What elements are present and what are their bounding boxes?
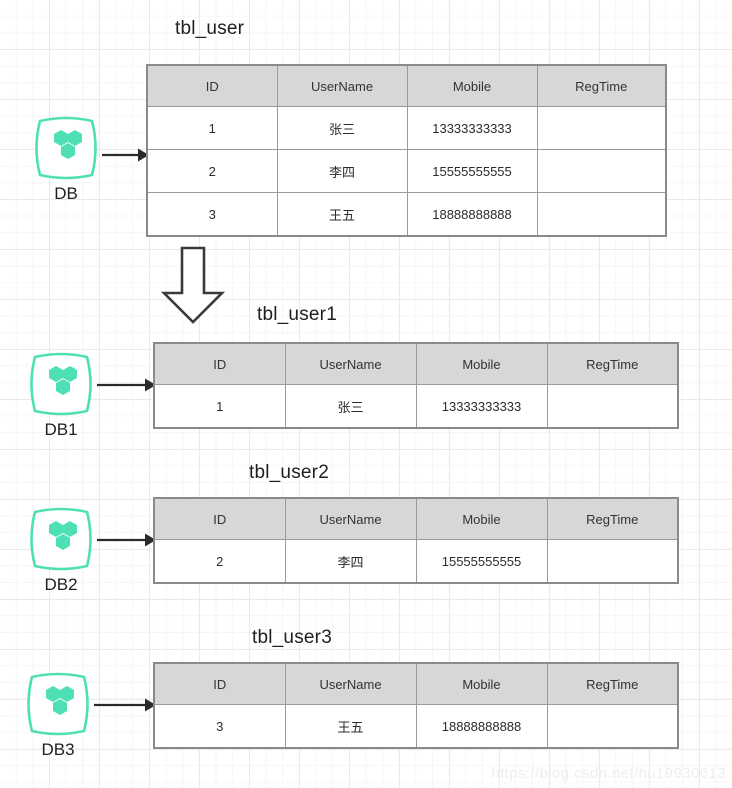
table-row: 2 李四 15555555555 — [146, 149, 667, 193]
block-arrow-down-icon — [160, 245, 226, 330]
cell-regtime — [536, 149, 667, 193]
cell-mobile: 13333333333 — [415, 384, 548, 429]
table-header-row: ID UserName Mobile RegTime — [146, 64, 667, 107]
table-title-tbl-user1: tbl_user1 — [257, 304, 337, 325]
db-node-label: DB3 — [41, 740, 75, 759]
db-node-source[interactable]: DB — [30, 114, 102, 204]
cell-mobile: 13333333333 — [406, 106, 538, 150]
db-node-label: DB — [54, 184, 78, 203]
cell-id: 2 — [146, 149, 278, 193]
column-header-id: ID — [153, 342, 286, 385]
cell-username: 李四 — [284, 539, 417, 584]
db-node-label: DB1 — [44, 420, 78, 439]
column-header-mobile: Mobile — [415, 662, 548, 705]
cell-mobile: 15555555555 — [415, 539, 548, 584]
cell-id: 3 — [153, 704, 286, 749]
column-header-username: UserName — [284, 662, 417, 705]
column-header-regtime: RegTime — [546, 342, 679, 385]
database-hexagons-icon — [22, 670, 94, 738]
column-header-regtime: RegTime — [536, 64, 667, 107]
cell-regtime — [546, 704, 679, 749]
database-hexagons-icon — [25, 350, 97, 418]
db-node-label: DB2 — [44, 575, 78, 594]
column-header-id: ID — [146, 64, 278, 107]
table-row: 3 王五 18888888888 — [153, 704, 679, 749]
cell-id: 1 — [146, 106, 278, 150]
cell-regtime — [536, 192, 667, 237]
cell-username: 李四 — [276, 149, 408, 193]
table-tbl-user3: ID UserName Mobile RegTime 3 王五 18888888… — [153, 662, 679, 749]
table-header-row: ID UserName Mobile RegTime — [153, 497, 679, 540]
connector-db3-to-tbl-user3 — [94, 695, 157, 715]
table-row: 1 张三 13333333333 — [146, 106, 667, 150]
db-node-shard-3[interactable]: DB3 — [22, 670, 94, 760]
cell-username: 王五 — [276, 192, 408, 237]
table-row: 3 王五 18888888888 — [146, 192, 667, 237]
database-hexagons-icon — [30, 114, 102, 182]
cell-mobile: 18888888888 — [415, 704, 548, 749]
column-header-username: UserName — [284, 497, 417, 540]
table-tbl-user2: ID UserName Mobile RegTime 2 李四 15555555… — [153, 497, 679, 584]
watermark-text: https://blog.csdn.net/hu19930613 — [491, 765, 726, 782]
cell-username: 张三 — [276, 106, 408, 150]
cell-regtime — [546, 539, 679, 584]
cell-username: 王五 — [284, 704, 417, 749]
cell-id: 1 — [153, 384, 286, 429]
column-header-mobile: Mobile — [415, 497, 548, 540]
table-tbl-user: ID UserName Mobile RegTime 1 张三 13333333… — [146, 64, 667, 237]
connector-db1-to-tbl-user1 — [97, 375, 157, 395]
column-header-username: UserName — [284, 342, 417, 385]
column-header-regtime: RegTime — [546, 662, 679, 705]
cell-regtime — [546, 384, 679, 429]
column-header-username: UserName — [276, 64, 408, 107]
cell-mobile: 15555555555 — [406, 149, 538, 193]
column-header-mobile: Mobile — [406, 64, 538, 107]
table-row: 2 李四 15555555555 — [153, 539, 679, 584]
table-title-tbl-user3: tbl_user3 — [252, 627, 332, 648]
table-title-tbl-user2: tbl_user2 — [249, 462, 329, 483]
table-header-row: ID UserName Mobile RegTime — [153, 342, 679, 385]
cell-regtime — [536, 106, 667, 150]
cell-username: 张三 — [284, 384, 417, 429]
table-tbl-user1: ID UserName Mobile RegTime 1 张三 13333333… — [153, 342, 679, 429]
connector-db-to-tbl-user — [102, 145, 150, 165]
column-header-regtime: RegTime — [546, 497, 679, 540]
table-header-row: ID UserName Mobile RegTime — [153, 662, 679, 705]
database-hexagons-icon — [25, 505, 97, 573]
table-row: 1 张三 13333333333 — [153, 384, 679, 429]
cell-id: 2 — [153, 539, 286, 584]
cell-mobile: 18888888888 — [406, 192, 538, 237]
column-header-id: ID — [153, 662, 286, 705]
connector-db2-to-tbl-user2 — [97, 530, 157, 550]
cell-id: 3 — [146, 192, 278, 237]
table-title-tbl-user: tbl_user — [175, 18, 245, 39]
db-node-shard-2[interactable]: DB2 — [25, 505, 97, 595]
db-node-shard-1[interactable]: DB1 — [25, 350, 97, 440]
column-header-id: ID — [153, 497, 286, 540]
column-header-mobile: Mobile — [415, 342, 548, 385]
